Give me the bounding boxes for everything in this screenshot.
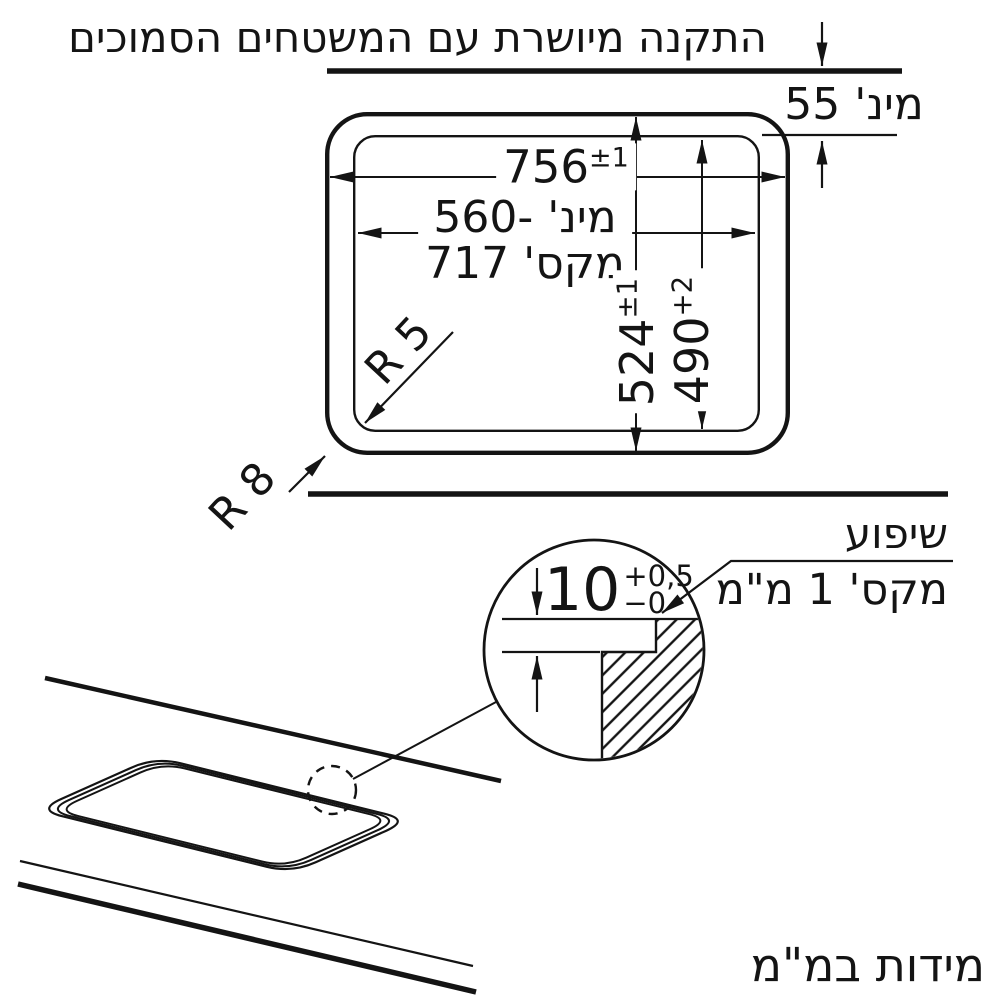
rim-depth-tolerance-minus: −0: [623, 586, 667, 620]
outer-width-dimension: 756±1: [496, 140, 636, 194]
slope-value: מקס' 1 מ"מ: [715, 565, 948, 615]
outer-height-value: 524: [609, 318, 664, 407]
inner-width-max-value: 717: [425, 238, 510, 289]
inner-width-max-label: מקס': [523, 238, 625, 289]
rim-depth-value: 10: [544, 555, 621, 625]
counter-back-edge-line: [44, 675, 502, 784]
outer-width-tolerance: ±1: [589, 142, 629, 174]
radius-r8-leader-arrow: [288, 455, 326, 493]
inner-width-min-value: 560-: [433, 191, 534, 243]
inner-height-tolerance: +2: [665, 275, 699, 317]
isometric-countertop: [17, 675, 502, 995]
inner-width-min: מינ' 560-: [425, 191, 625, 243]
inner-width-max: מקס' 717: [425, 238, 625, 289]
slope-title: שיפוע: [844, 509, 948, 558]
detail-leader-line: [352, 701, 497, 780]
rim-depth-tolerance-plus: +0,5: [623, 559, 694, 593]
inner-height-value: 490: [664, 316, 719, 405]
rim-depth-dimension: 10 +0,5 −0: [544, 555, 694, 625]
inner-width-min-label: מינ': [547, 191, 617, 243]
units-note: מידות במ"מ: [750, 938, 985, 992]
outer-width-value: 756: [503, 140, 590, 194]
radius-r5-leader-arrow: [364, 331, 454, 424]
counter-front-edge-line: [17, 881, 477, 995]
counter-front-top-line: [19, 859, 474, 968]
top-clearance-label: מינ' 55: [784, 79, 924, 130]
rim-depth-tolerances: +0,5 −0: [623, 559, 694, 620]
top-clearance-value: 55: [784, 79, 841, 130]
outer-height-tolerance: ±1: [610, 277, 644, 319]
top-clearance-text: מינ': [854, 79, 924, 130]
slope-leader-arrow: [661, 559, 953, 614]
inner-cutout-outline: [353, 134, 761, 433]
step-outline: [600, 619, 658, 759]
diagram-title: התקנה מיושרת עם המשטחים הסמוכים: [68, 13, 767, 62]
outer-cutout-outline: [325, 111, 791, 456]
outer-height-dimension: 524±1: [609, 270, 664, 414]
detail-reference-circle: [306, 764, 358, 816]
inner-width-range: מינ' 560- מקס' 717: [418, 191, 632, 289]
inner-height-dimension: 490+2: [664, 268, 719, 412]
